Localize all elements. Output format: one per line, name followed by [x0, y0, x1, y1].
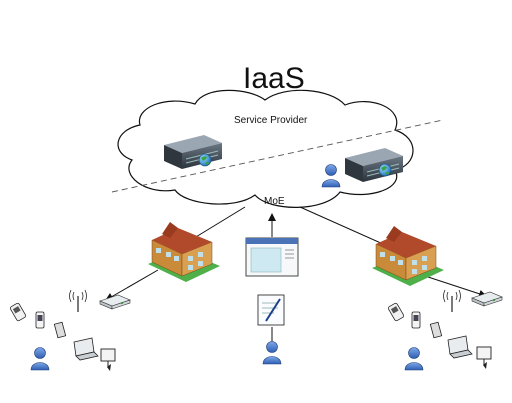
wireless-router-icon	[471, 291, 503, 307]
link-right-school-router	[421, 274, 487, 298]
pda-icon	[411, 311, 421, 329]
document-pen-icon	[257, 294, 285, 326]
service-provider-cloud	[117, 89, 414, 208]
antenna-icon	[68, 289, 88, 313]
globe-icon	[198, 153, 212, 167]
phone-icon	[387, 302, 405, 322]
pda-icon	[35, 311, 45, 329]
kiosk-icon	[100, 348, 116, 372]
diagram-title: IaaS	[243, 62, 305, 95]
boundary-dashed-line	[111, 119, 444, 193]
kiosk-icon	[476, 346, 492, 370]
link-moe-right-school	[299, 206, 393, 249]
link-left-school-router	[105, 269, 159, 301]
user-icon	[262, 341, 282, 365]
phone-icon	[9, 302, 27, 322]
wireless-router-icon	[99, 294, 131, 310]
moe-label: MoE	[264, 196, 285, 207]
user-icon	[404, 347, 424, 371]
school-building-icon	[147, 221, 221, 283]
web-browser-icon	[245, 237, 299, 277]
cloud-label: Service Provider	[234, 115, 308, 126]
globe-icon	[378, 163, 392, 177]
school-building-icon	[371, 225, 445, 287]
tablet-icon	[429, 321, 443, 339]
tablet-icon	[53, 321, 67, 339]
antenna-icon	[442, 289, 462, 313]
user-icon	[30, 347, 50, 371]
laptop-icon	[73, 337, 99, 361]
laptop-icon	[447, 335, 473, 359]
